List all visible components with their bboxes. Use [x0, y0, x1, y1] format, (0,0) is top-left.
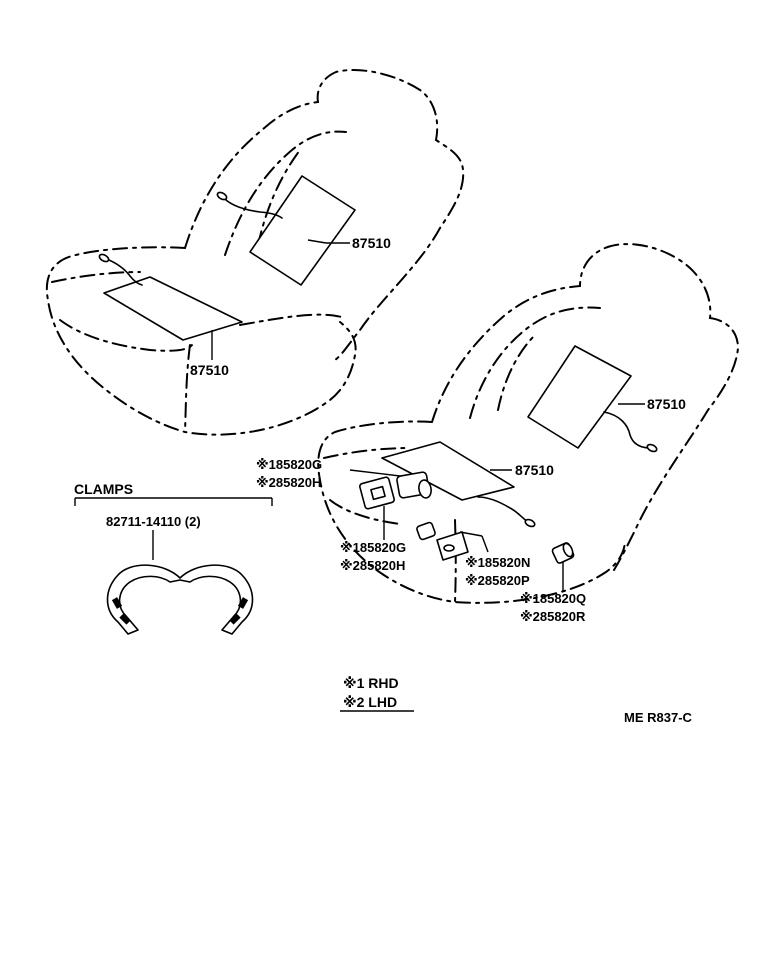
reference-code: ME R837-C	[624, 710, 693, 725]
label-heater-cushion-right: 87510	[515, 462, 554, 478]
switch-group	[349, 469, 575, 592]
right-seat	[317, 243, 740, 604]
label-switch-top-lhd: ※285820H	[256, 475, 321, 490]
right-cushion-heater-pad	[381, 441, 515, 501]
right-back-heater-pad	[527, 345, 632, 449]
label-heater-upper-left: 87510	[352, 235, 391, 251]
clamp-illustration	[74, 497, 273, 635]
left-seat	[45, 69, 465, 436]
clamps-title: CLAMPS	[74, 481, 133, 497]
label-switch-mid-rhd: ※185820G	[340, 540, 406, 555]
label-switch-mid-lhd: ※285820H	[340, 558, 405, 573]
switch-mid	[359, 476, 395, 540]
label-switch-q-rhd: ※185820Q	[520, 591, 586, 606]
label-switch-top-rhd: ※185820G	[256, 457, 322, 472]
label-heater-back-right: 87510	[647, 396, 686, 412]
legend-rhd: ※1 RHD	[343, 675, 399, 691]
label-heater-lower-left: 87510	[190, 362, 229, 378]
label-switch-p-lhd: ※285820P	[465, 573, 530, 588]
switch-qr	[551, 542, 575, 592]
cushion-heater-pad	[103, 276, 243, 341]
back-heater-pad	[249, 175, 356, 286]
legend-lhd: ※2 LHD	[343, 694, 397, 710]
label-switch-n-rhd: ※185820N	[465, 555, 530, 570]
switch-top	[349, 469, 432, 499]
clamps-part-number: 82711-14110 (2)	[106, 514, 201, 529]
switch-np	[416, 521, 489, 561]
label-switch-r-lhd: ※285820R	[520, 609, 586, 624]
